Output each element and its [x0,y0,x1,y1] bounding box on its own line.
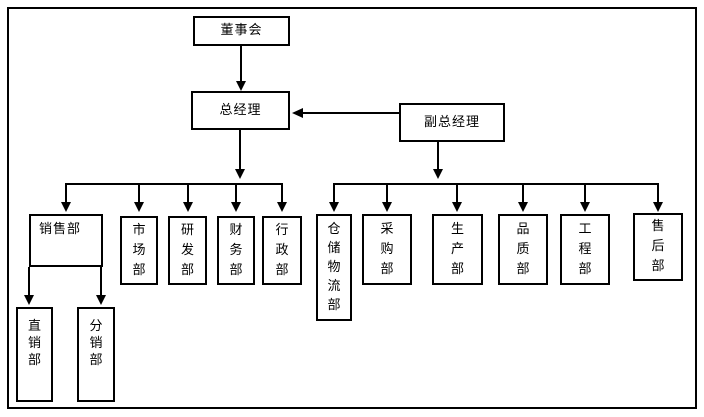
drop-admin-arrowhead [277,202,287,212]
rail-right-group [333,183,659,185]
drop-market-arrowhead [134,202,144,212]
node-board: 董事会 [193,16,290,46]
drop-finance-line [235,183,237,203]
connector-gm-rail-arrowhead [235,169,245,179]
node-purchase: 采购部 [362,214,412,285]
drop-aftersales-line [657,183,659,203]
drop-finance-arrowhead [231,202,241,212]
node-market-label: 市场部 [132,222,146,278]
node-general-manager-label: 总经理 [219,102,262,118]
drop-sales-line [65,183,67,203]
drop-production-line [456,183,458,203]
connector-dgm-rail-arrowhead [433,169,443,179]
connector-dgm-rail-line [437,142,439,170]
connector-board-gm-arrowhead [236,81,246,91]
node-production-label: 生产部 [450,221,464,277]
drop-direct-sales-line [28,267,30,296]
node-sales-label: 销售部 [39,222,82,237]
node-admin-label: 行政部 [275,222,289,278]
node-distribution-label: 分销部 [89,319,103,368]
connector-board-gm-line [240,46,242,82]
node-rnd-label: 研发部 [180,222,194,278]
node-direct-sales-label: 直销部 [27,319,41,368]
node-sales: 销售部 [29,214,103,267]
drop-admin-line [281,183,283,203]
drop-distribution-arrowhead [96,295,106,305]
drop-rnd-arrowhead [183,202,193,212]
drop-sales-arrowhead [61,202,71,212]
node-admin: 行政部 [262,216,302,285]
drop-quality-arrowhead [518,202,528,212]
node-rnd: 研发部 [168,216,207,285]
drop-aftersales-arrowhead [653,202,663,212]
drop-direct-sales-arrowhead [24,295,34,305]
node-general-manager: 总经理 [191,91,290,130]
node-board-label: 董事会 [220,23,263,38]
node-market: 市场部 [120,216,158,285]
drop-purchase-arrowhead [382,202,392,212]
connector-dgm-gm-line [303,112,399,114]
node-quality-label: 品质部 [516,221,530,277]
drop-distribution-line [100,267,102,296]
node-engineering-label: 工程部 [578,221,592,277]
connector-dgm-gm-arrowhead [292,108,303,118]
node-production: 生产部 [432,214,483,285]
node-deputy-general-manager-label: 副总经理 [423,114,480,130]
drop-engineering-line [584,183,586,203]
drop-market-line [138,183,140,203]
drop-warehouse-arrowhead [329,202,339,212]
node-direct-sales: 直销部 [16,307,53,402]
chart-outer-border [7,7,697,409]
node-engineering: 工程部 [560,214,610,285]
rail-left-group [65,183,283,185]
drop-quality-line [522,183,524,203]
node-purchase-label: 采购部 [380,221,394,277]
drop-production-arrowhead [452,202,462,212]
node-distribution: 分销部 [77,307,115,402]
node-quality: 品质部 [498,214,548,285]
node-aftersales-label: 售后部 [651,219,665,274]
drop-warehouse-line [333,183,335,203]
node-warehouse-logistics: 仓储物流部 [316,214,352,321]
drop-engineering-arrowhead [580,202,590,212]
node-deputy-general-manager: 副总经理 [399,103,505,142]
node-warehouse-logistics-label: 仓储物流部 [327,222,341,313]
connector-gm-rail-line [239,130,241,170]
node-aftersales: 售后部 [633,213,683,281]
node-finance: 财务部 [217,216,255,285]
node-finance-label: 财务部 [229,222,243,278]
drop-rnd-line [187,183,189,203]
drop-purchase-line [386,183,388,203]
